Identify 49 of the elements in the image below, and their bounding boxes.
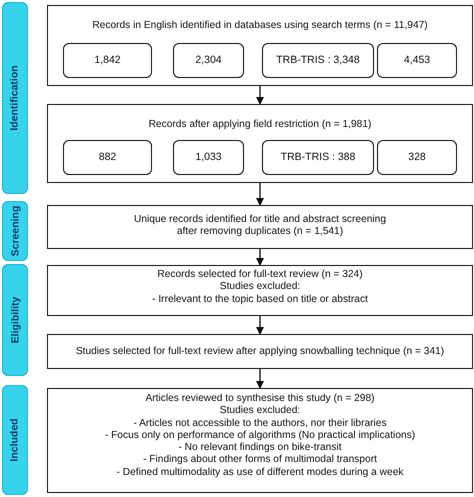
arrow (256, 183, 264, 206)
stage-band (2, 201, 28, 261)
count-text: TRB-TRIS : 388 (280, 151, 356, 164)
box-text: - Focus only on performance of algorithms (No practical implications) (104, 430, 416, 442)
arrow (256, 369, 264, 389)
source-box (63, 43, 152, 78)
stage-band (2, 264, 28, 376)
source-box (262, 140, 374, 175)
process-box (47, 265, 473, 316)
box-heading: Studies selected for full-text review after applying snowballing technique (n = 341) (74, 346, 446, 358)
box-text: Studies excluded: (218, 281, 302, 294)
stage-label: Eligibility (9, 296, 21, 344)
box-heading: Records after applying field restriction (n = 1,981) (148, 119, 372, 132)
box-text: - Defined multimodality as use of different modes during a week (116, 466, 404, 480)
source-box (377, 43, 457, 78)
count-text: 4,453 (404, 54, 430, 67)
source-box (262, 43, 374, 78)
box-text: - Irrelevant to the topic based on title or abstract (151, 294, 369, 306)
box-heading: Records selected for full-text review (n = 324) (156, 269, 364, 282)
arrow (256, 249, 264, 266)
count-text: 1,842 (94, 54, 121, 67)
arrow (256, 86, 264, 105)
process-box (47, 5, 473, 86)
process-box (47, 104, 473, 183)
stage-band (2, 2, 28, 194)
source-box (173, 140, 244, 175)
source-box (377, 140, 457, 175)
box-heading: Unique records identified for title and abstract screening after removing duplicates (n = 1,541) (133, 214, 387, 239)
count-text: 1,033 (195, 151, 222, 164)
source-box (173, 43, 244, 78)
process-box (47, 334, 473, 369)
stage-band (2, 385, 28, 495)
count-text: TRB-TRIS : 3,348 (276, 54, 360, 67)
count-text: 882 (98, 151, 116, 164)
stage-label: Identification (9, 65, 21, 131)
count-text: 2,304 (195, 54, 222, 67)
stage-label: Included (9, 418, 21, 462)
box-heading: Articles reviewed to synthesise this study (n = 298) (144, 393, 376, 406)
box-text: Studies excluded: (218, 405, 302, 418)
process-box (47, 388, 473, 493)
source-box (63, 140, 152, 175)
box-text: - Findings about other forms of multimodal transport (142, 454, 378, 467)
box-heading: Records in English identified in databases using search terms (n = 11,947) (91, 20, 429, 32)
box-text: - No relevant findings on bike-transit (177, 442, 343, 454)
process-box (47, 205, 473, 249)
count-text: 328 (408, 151, 426, 164)
stage-label: Screening (9, 206, 21, 256)
arrow (256, 316, 264, 335)
box-text: - Articles not accessible to the authors, nor their libraries (132, 418, 388, 430)
